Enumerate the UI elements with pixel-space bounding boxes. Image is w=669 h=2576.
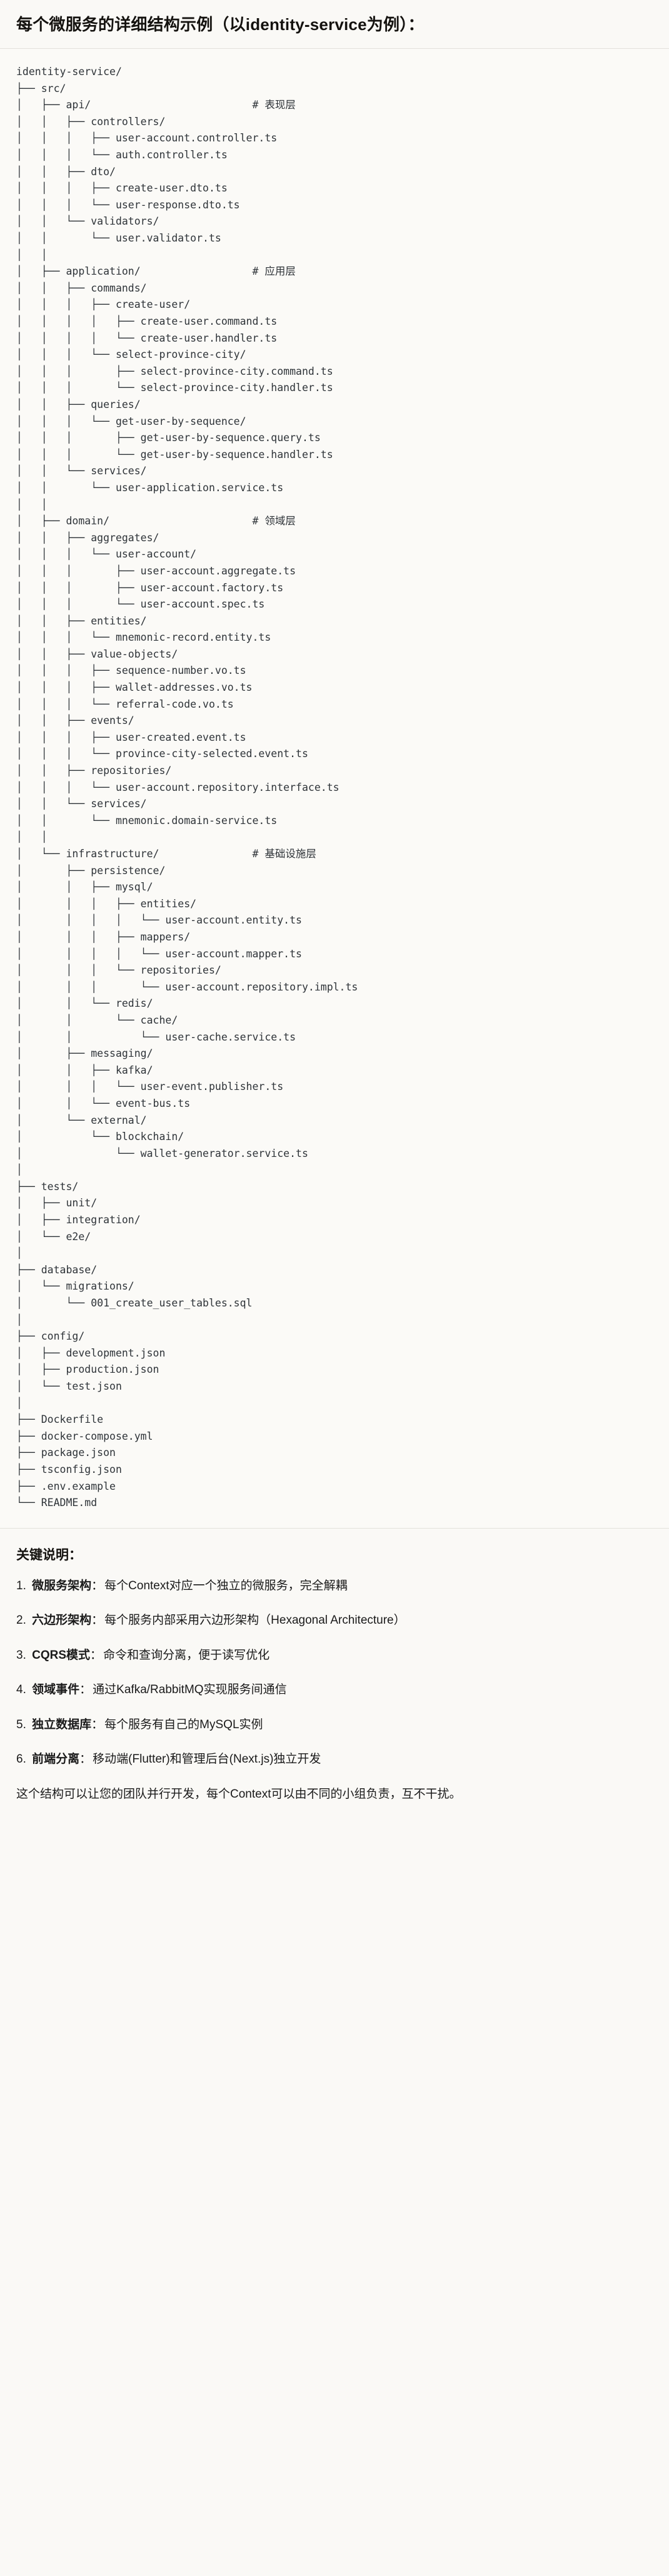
closing-paragraph: 这个结构可以让您的团队并行开发，每个Context可以由不同的小组负责，互不干扰…	[16, 1787, 461, 1801]
note-separator: ：	[90, 1648, 103, 1662]
note-term: 前端分离	[32, 1753, 80, 1766]
note-separator: ：	[79, 1683, 92, 1697]
directory-tree[interactable]: identity-service/ ├── src/ │ ├── api/ # …	[16, 66, 358, 1509]
note-description: 每个服务有自己的MySQL实例	[104, 1718, 263, 1731]
note-separator: ：	[91, 1614, 104, 1627]
key-notes-section: 关键说明： 微服务架构：每个Context对应一个独立的微服务，完全解耦 六边形…	[0, 1528, 669, 1829]
note-description: 命令和查询分离，便于读写优化	[103, 1648, 270, 1662]
note-separator: ：	[91, 1579, 104, 1592]
list-item: 领域事件：通过Kafka/RabbitMQ实现服务间通信	[16, 1681, 653, 1699]
key-notes-list: 微服务架构：每个Context对应一个独立的微服务，完全解耦 六边形架构：每个服…	[16, 1577, 653, 1769]
key-notes-heading: 关键说明：	[16, 1547, 82, 1562]
note-term: 六边形架构	[32, 1614, 92, 1627]
note-description: 移动端(Flutter)和管理后台(Next.js)独立开发	[93, 1753, 321, 1766]
document-page: 每个微服务的详细结构示例（以identity-service为例）： ident…	[0, 0, 669, 1828]
note-description: 每个Context对应一个独立的微服务，完全解耦	[104, 1579, 348, 1592]
document-header: 每个微服务的详细结构示例（以identity-service为例）：	[0, 0, 669, 49]
note-term: 微服务架构	[32, 1579, 92, 1592]
note-description: 通过Kafka/RabbitMQ实现服务间通信	[93, 1683, 287, 1697]
note-term: 独立数据库	[32, 1718, 92, 1731]
note-separator: ：	[79, 1753, 92, 1766]
page-title: 每个微服务的详细结构示例（以identity-service为例）：	[16, 15, 425, 34]
list-item: 微服务架构：每个Context对应一个独立的微服务，完全解耦	[16, 1577, 653, 1596]
list-item: 六边形架构：每个服务内部采用六边形架构（Hexagonal Architectu…	[16, 1612, 653, 1630]
list-item: CQRS模式：命令和查询分离，便于读写优化	[16, 1647, 653, 1665]
note-separator: ：	[91, 1718, 104, 1731]
note-term: 领域事件	[32, 1683, 80, 1697]
directory-tree-block: identity-service/ ├── src/ │ ├── api/ # …	[0, 49, 669, 1529]
note-term: CQRS模式	[32, 1648, 91, 1662]
note-description: 每个服务内部采用六边形架构（Hexagonal Architecture）	[104, 1614, 406, 1627]
list-item: 前端分离：移动端(Flutter)和管理后台(Next.js)独立开发	[16, 1751, 653, 1769]
list-item: 独立数据库：每个服务有自己的MySQL实例	[16, 1716, 653, 1734]
